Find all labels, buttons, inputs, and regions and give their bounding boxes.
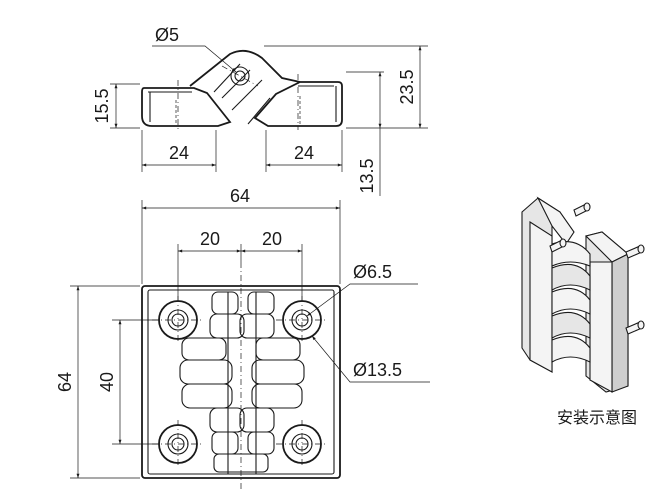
leaf-thickness-label: 15.5 — [92, 88, 112, 123]
overall-width-label: 64 — [230, 186, 250, 206]
front-view: 64 20 20 64 40 Ø6.5 Ø13.5 — [55, 186, 430, 490]
side-view: Ø5 15.5 23.5 13.5 24 24 — [92, 25, 428, 196]
hole-offset-left-label: 20 — [200, 229, 220, 249]
hole-spacing-label: 40 — [97, 372, 117, 392]
hole-diameter-label: Ø6.5 — [353, 262, 392, 282]
isometric-view — [521, 196, 645, 393]
hole-offset-right-label: 20 — [262, 229, 282, 249]
right-leaf-width-label: 24 — [294, 143, 314, 163]
knuckle-segments — [179, 291, 305, 474]
left-leaf-width-label: 24 — [169, 143, 189, 163]
pin-diameter-label: Ø5 — [155, 25, 179, 45]
isometric-caption: 安装示意图 — [557, 408, 637, 427]
pivot-height-label: 13.5 — [357, 158, 377, 193]
overall-height-label: 64 — [55, 372, 75, 392]
isometric-knuckles — [551, 241, 591, 363]
total-height-label: 23.5 — [397, 69, 417, 104]
counterbore-diameter-label: Ø13.5 — [353, 360, 402, 380]
isometric-pins — [549, 202, 645, 335]
